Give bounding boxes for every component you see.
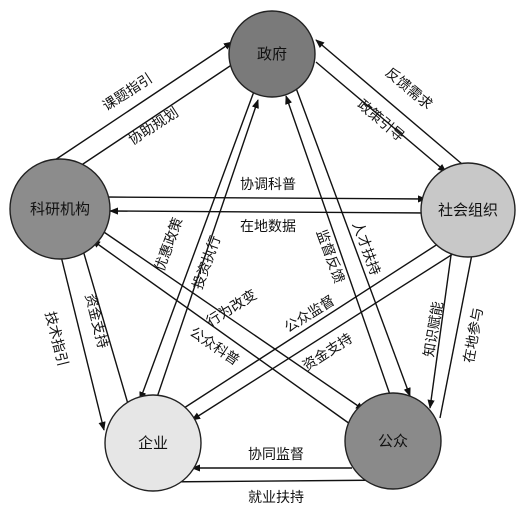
label-coordinate-science: 协调科普 — [240, 177, 296, 193]
edge-research-to-enterprise — [55, 235, 106, 431]
node-government-label: 政府 — [257, 45, 287, 63]
edge-social-to-enterprise — [191, 251, 457, 421]
edge-public-to-research — [91, 239, 351, 425]
label-tech-guidance: 技术指引 — [41, 310, 70, 368]
node-research-circle — [9, 158, 111, 260]
edge-enterprise-to-social — [183, 239, 445, 409]
edge-public-to-social — [439, 243, 476, 419]
node-social: 社会组织 — [420, 162, 516, 258]
label-public-science: 公众科普 — [187, 324, 242, 369]
node-public-circle — [344, 392, 442, 490]
node-research: 科研机构 — [9, 158, 111, 260]
node-enterprise-circle — [104, 394, 202, 492]
label-preferential-policy: 优惠政策 — [151, 215, 186, 273]
edge-social-to-public — [427, 247, 453, 409]
node-government: 政府 — [228, 10, 316, 98]
label-assist-planning: 协助规划 — [126, 105, 182, 149]
edge-public-to-government — [285, 95, 397, 413]
label-local-participation: 在地参与 — [460, 306, 486, 364]
edge-government-to-social — [315, 61, 447, 173]
label-knowledge-empower: 知识赋能 — [420, 300, 446, 358]
label-behavior-change: 行为改变 — [204, 287, 260, 330]
edge-enterprise-to-public — [153, 476, 397, 484]
label-funding-support-research-enterprise: 资金支持 — [81, 292, 110, 350]
node-enterprise-label: 企业 — [138, 434, 168, 452]
label-collaborative-supervision: 协同监督 — [248, 447, 304, 463]
label-local-data: 在地数据 — [240, 219, 296, 235]
edge-research-to-government — [51, 41, 233, 163]
node-public-label: 公众 — [378, 432, 408, 450]
label-employment-support: 就业扶持 — [248, 490, 304, 506]
edge-government-to-enterprise — [139, 85, 257, 401]
edge-research-to-public — [97, 227, 365, 411]
edge-enterprise-to-government — [149, 99, 259, 419]
label-policy-guidance: 政策引导 — [354, 96, 408, 145]
label-feedback-demand: 反馈需求 — [382, 65, 435, 113]
label-talent-support: 人才扶持 — [349, 220, 383, 278]
edge-research-to-social — [103, 195, 427, 203]
edge-social-to-government — [315, 39, 463, 165]
edge-enterprise-to-research — [78, 239, 129, 405]
node-public: 公众 — [344, 392, 442, 490]
label-funding-support-enterprise-social: 资金支持 — [300, 331, 356, 375]
node-social-circle — [420, 162, 516, 258]
node-social-label: 社会组织 — [438, 201, 498, 219]
edge-government-to-public — [295, 87, 411, 397]
node-research-label: 科研机构 — [30, 200, 90, 218]
node-enterprise: 企业 — [104, 394, 202, 492]
label-investment-execution: 投资执行 — [190, 234, 224, 292]
edge-social-to-research — [109, 207, 429, 215]
node-government-circle — [228, 10, 316, 98]
edge-government-to-research — [73, 61, 237, 171]
label-topic-guidance: 课题指引 — [100, 71, 156, 115]
